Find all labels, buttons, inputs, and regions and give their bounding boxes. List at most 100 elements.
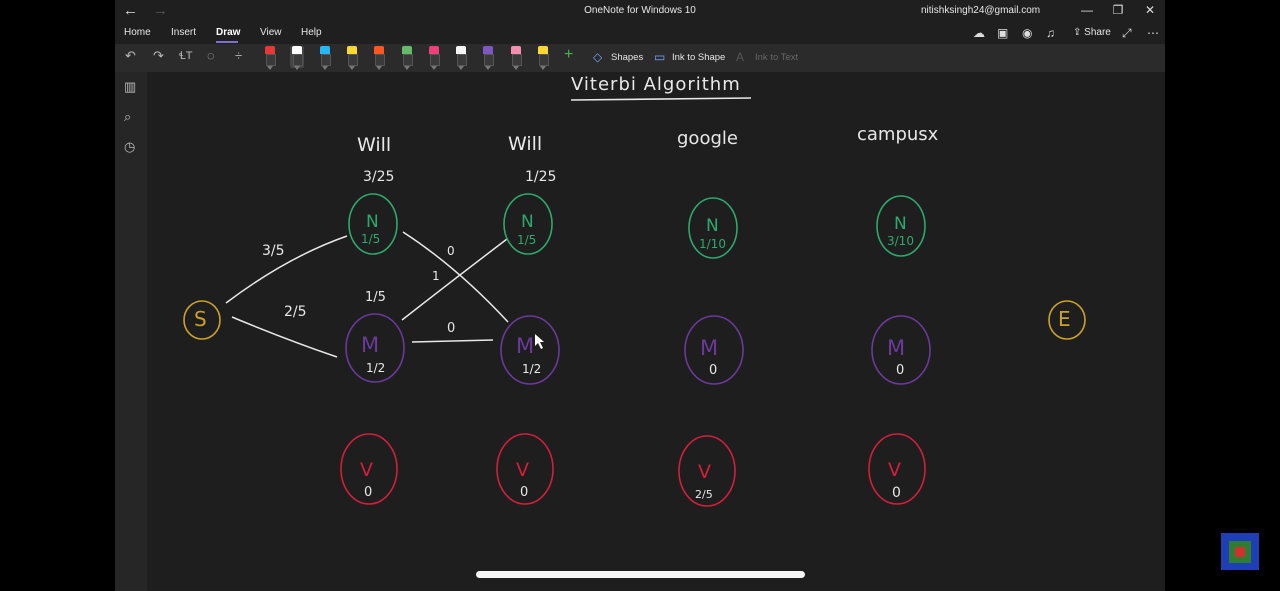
node-m-col3: [684, 315, 744, 385]
bell-icon[interactable]: ♫: [1046, 26, 1055, 40]
ribbon-tabs: Home Insert Draw View Help: [115, 22, 1165, 44]
title-underline: [570, 97, 752, 101]
pen-8[interactable]: [454, 46, 468, 70]
edge-m1-to-m2: [411, 339, 494, 343]
node-v-value-col4: 0: [892, 485, 901, 501]
node-n-col2: [503, 193, 553, 255]
node-v-letter-col1: V: [360, 459, 373, 481]
node-n-letter-col3: N: [706, 216, 719, 236]
node-n-value-col2: 1/5: [517, 233, 537, 247]
undo-icon[interactable]: ↶: [125, 48, 136, 63]
lightbulb-icon[interactable]: ◉: [1022, 26, 1033, 40]
lasso-select-icon[interactable]: ◌: [207, 48, 215, 63]
edge-start-to-n1: [225, 235, 348, 304]
node-v-col3: [678, 435, 736, 507]
forward-arrow-icon[interactable]: →: [153, 2, 168, 19]
node-n-letter-col4: N: [894, 214, 907, 234]
node-v-col4: [868, 433, 926, 505]
node-m-value-col2: 1/2: [522, 362, 542, 376]
node-m-col4: [871, 315, 931, 385]
search-icon[interactable]: ⌕: [124, 109, 132, 124]
text-select-icon[interactable]: ꞭT: [179, 50, 193, 62]
tab-draw[interactable]: Draw: [216, 27, 241, 38]
node-v-value-col2: 0: [520, 485, 529, 500]
node-n-value-col4: 3/10: [887, 234, 914, 248]
pen-10[interactable]: [509, 46, 523, 70]
account-email[interactable]: nitishksingh24@gmail.com: [921, 5, 1041, 16]
end-label: E: [1058, 307, 1071, 331]
node-v-letter-col2: V: [516, 459, 529, 481]
node-v-letter-col4: V: [888, 459, 901, 481]
add-pen-icon[interactable]: +: [564, 46, 574, 63]
node-m-col2: [500, 315, 560, 385]
ink-strokes: [183, 97, 1086, 507]
node-n-letter-col1: N: [366, 212, 379, 232]
ink-to-text-icon: A: [736, 50, 745, 64]
horizontal-scrollbar[interactable]: [476, 571, 805, 578]
draw-toolbar: ↶ ↷ ꞭT ◌ ÷ + ◇ Shapes ▭ Ink to Shape A I…: [115, 44, 1165, 72]
navigation-sidebar: ▥ ⌕ ◷: [115, 72, 147, 591]
node-n-letter-col2: N: [521, 212, 534, 232]
pen-5[interactable]: [372, 46, 386, 70]
title-bar: ← → OneNote for Windows 10 nitishksingh2…: [115, 0, 1165, 22]
ink-to-shape-icon: ▭: [654, 50, 666, 64]
pen-7[interactable]: [427, 46, 441, 70]
start-label: S: [194, 307, 207, 331]
pen-4[interactable]: [345, 46, 359, 70]
minimize-icon[interactable]: —: [1081, 3, 1093, 17]
word-col1: Will: [357, 134, 392, 156]
end-node: [1048, 300, 1086, 340]
shapes-button[interactable]: Shapes: [611, 52, 644, 63]
edge-label-n-to-m: 0: [447, 244, 455, 258]
edge-label-m-to-n: 1: [432, 269, 440, 283]
tab-insert[interactable]: Insert: [171, 27, 197, 38]
share-button[interactable]: ⇪ Share: [1073, 27, 1111, 38]
edge-label-m-top: 1/5: [365, 290, 386, 305]
pen-9[interactable]: [481, 46, 495, 70]
restore-icon[interactable]: ❐: [1112, 3, 1124, 17]
node-n-col3: [688, 197, 738, 259]
recent-icon[interactable]: ◷: [124, 139, 136, 154]
word-col2: Will: [508, 133, 543, 155]
page-canvas[interactable]: Viterbi Algorithm Will Will google campu…: [147, 72, 1165, 591]
word-col3: google: [677, 128, 738, 149]
node-m-value-col3: 0: [709, 363, 718, 378]
pen-1[interactable]: [263, 46, 277, 70]
close-icon[interactable]: ✕: [1144, 3, 1156, 17]
node-n-value-col1: 1/5: [361, 232, 381, 246]
notebooks-icon[interactable]: ▥: [124, 79, 137, 94]
fullscreen-icon[interactable]: ⤢: [1122, 26, 1132, 40]
tab-home[interactable]: Home: [124, 27, 151, 38]
start-node: [183, 300, 221, 340]
page-title: Viterbi Algorithm: [571, 74, 741, 95]
back-arrow-icon[interactable]: ←: [123, 2, 138, 19]
node-v-letter-col3: V: [698, 461, 711, 483]
active-tab-indicator: [216, 41, 238, 43]
shapes-icon: ◇: [593, 50, 603, 64]
sync-icon[interactable]: ☁: [973, 26, 985, 40]
mouse-cursor-icon: [535, 334, 544, 349]
pen-2[interactable]: [290, 46, 305, 70]
edge-n1-to-m2: [402, 231, 509, 323]
onenote-window: ← → OneNote for Windows 10 nitishksingh2…: [115, 0, 1165, 591]
edge-start-to-m1: [231, 316, 338, 358]
redo-icon[interactable]: ↷: [153, 48, 164, 63]
node-v-value-col3: 2/5: [695, 488, 713, 501]
insert-space-icon[interactable]: ÷: [235, 48, 243, 63]
tab-view[interactable]: View: [260, 27, 282, 38]
tab-help[interactable]: Help: [301, 27, 322, 38]
node-v-value-col1: 0: [364, 485, 373, 500]
node-n-col4: [876, 195, 926, 257]
pen-3[interactable]: [318, 46, 332, 70]
node-n-col1: [348, 193, 398, 255]
pen-6[interactable]: [400, 46, 414, 70]
node-v-col1: [340, 433, 398, 505]
more-options-icon[interactable]: ⋯: [1147, 26, 1159, 40]
ink-to-shape-button[interactable]: Ink to Shape: [672, 52, 726, 63]
node-m-letter-col3: M: [700, 336, 719, 360]
node-v-col2: [496, 433, 554, 505]
node-n-value-col3: 1/10: [699, 237, 726, 251]
notebook-icon[interactable]: ▣: [997, 26, 1009, 40]
node-m-value-col4: 0: [896, 363, 905, 378]
pen-11[interactable]: [536, 46, 550, 70]
